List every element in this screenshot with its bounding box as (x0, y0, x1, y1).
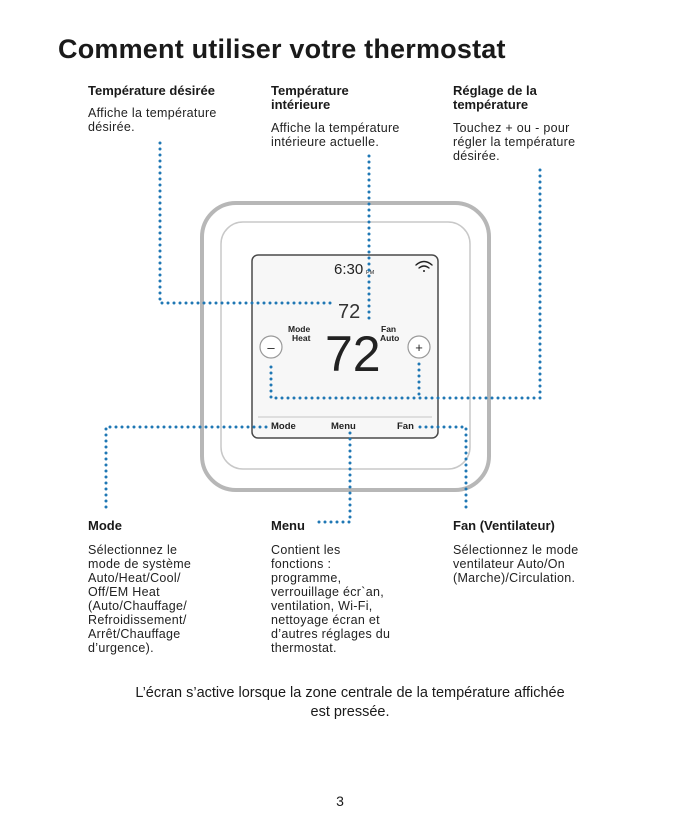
mode-label: Mode (288, 324, 310, 334)
desired-temperature-readout: 72 (338, 301, 360, 323)
callout-body-mode: Sélectionnez le mode de système Auto/Hea… (88, 543, 192, 655)
callout-title-indoor-temperature: Température intérieure (271, 83, 349, 112)
mode-value: Heat (292, 333, 311, 343)
indoor-temperature-readout[interactable]: 72 (325, 326, 381, 382)
decrease-temperature-button[interactable] (259, 335, 283, 359)
leader-line-desired-temperature (158, 141, 336, 305)
softkey-mode[interactable]: Mode (271, 421, 296, 432)
fan-label: Fan (381, 324, 396, 334)
minus-icon: – (267, 340, 275, 355)
clock-am-pm: PM (366, 270, 375, 276)
callout-body-desired-temperature: Affiche la température désirée. (88, 106, 217, 134)
footer-note: L’écran s’active lorsque la zone central… (135, 685, 565, 720)
callout-title-desired-temperature: Température désirée (88, 83, 215, 98)
callout-title-temperature-adjust: Réglage de la température (453, 83, 537, 112)
callout-body-menu: Contient les fonctions : programme, verr… (271, 543, 391, 655)
increase-temperature-button[interactable] (407, 335, 431, 359)
fan-value: Auto (380, 333, 399, 343)
callout-title-fan: Fan (Ventilateur) (453, 518, 555, 533)
clock-time: 6:30 (334, 261, 363, 278)
leader-line-temperature-adjust (269, 168, 542, 400)
page-title: Comment utiliser votre thermostat (58, 34, 506, 64)
softkey-menu[interactable]: Menu (331, 421, 356, 432)
leader-line-menu (316, 431, 352, 524)
softkey-fan[interactable]: Fan (397, 421, 414, 432)
wifi-icon (415, 260, 433, 272)
plus-icon: + (415, 340, 423, 355)
thermostat-screen[interactable] (251, 254, 439, 439)
leader-line-mode (104, 425, 268, 515)
callout-title-mode: Mode (88, 518, 122, 533)
callout-title-menu: Menu (271, 518, 305, 533)
callout-body-fan: Sélectionnez le mode ventilateur Auto/On… (453, 543, 579, 585)
callout-body-temperature-adjust: Touchez + ou - pour régler la températur… (453, 121, 576, 163)
page-number: 3 (336, 793, 344, 809)
callout-body-indoor-temperature: Affiche la température intérieure actuel… (271, 121, 400, 149)
leader-line-fan (418, 425, 468, 515)
